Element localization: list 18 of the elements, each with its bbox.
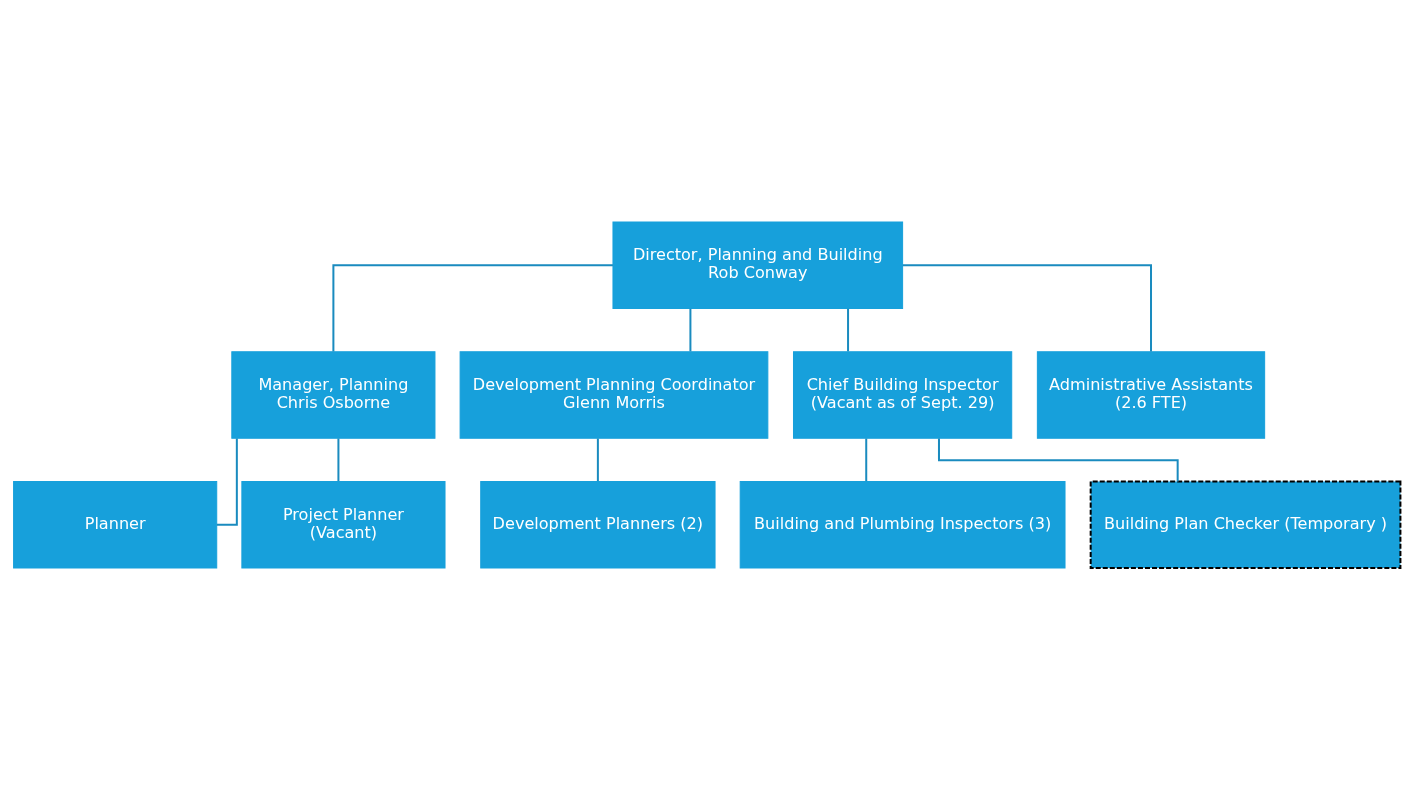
connector bbox=[337, 438, 340, 481]
connector bbox=[865, 438, 868, 481]
node-box: Manager, Planning Chris Osborne bbox=[231, 350, 436, 439]
connector bbox=[847, 308, 850, 351]
node-box: Development Planning Coordinator Glenn Morris bbox=[459, 350, 769, 439]
node-box: Building and Plumbing Inspectors (3) bbox=[739, 480, 1066, 568]
node-box: Project Planner (Vacant) bbox=[241, 480, 446, 568]
connector bbox=[902, 263, 1152, 351]
connector bbox=[689, 308, 692, 351]
node-box: Director, Planning and Building Rob Conway bbox=[612, 221, 904, 309]
connector bbox=[937, 438, 1179, 481]
connector bbox=[332, 263, 613, 351]
node-box: Building Plan Checker (Temporary ) bbox=[1089, 480, 1402, 569]
node-box: Chief Building Inspector (Vacant as of Sept. 29) bbox=[793, 350, 1013, 439]
node-box: Planner bbox=[13, 480, 218, 568]
node-box: Development Planners (2) bbox=[480, 480, 716, 568]
node-box: Administrative Assistants (2.6 FTE) bbox=[1036, 350, 1266, 439]
connector bbox=[596, 438, 599, 481]
